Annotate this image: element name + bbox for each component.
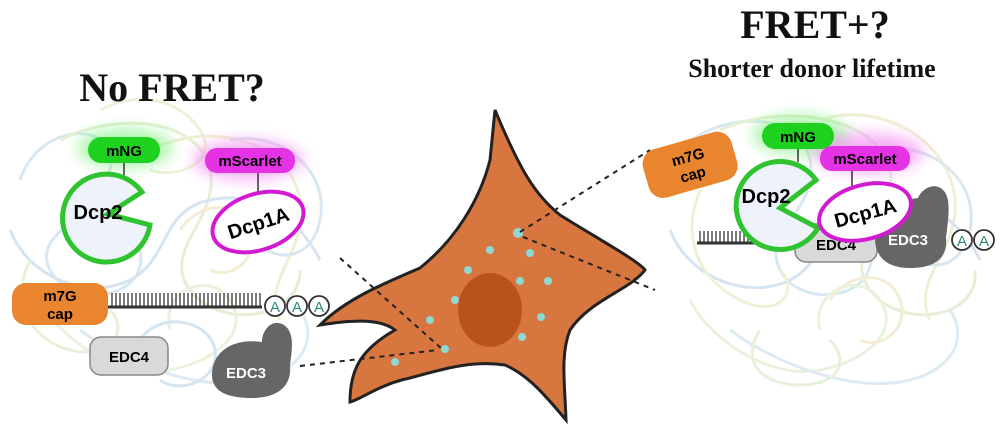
cell-nucleus: [458, 273, 522, 347]
left-dcp1a-shape: [210, 189, 306, 255]
right-m7g-cap: [642, 131, 738, 198]
right-mscarlet-label: mScarlet: [833, 151, 896, 168]
left-dcp2-label: Dcp2: [74, 202, 123, 224]
left-mrna-bases: [111, 293, 261, 306]
left-poly-a-2: A: [292, 299, 302, 316]
left-poly-a-1: A: [270, 299, 280, 316]
right-edc3-label: EDC3: [888, 232, 928, 249]
right-dcp2-label: Dcp2: [742, 186, 791, 208]
right-cap-line2: cap: [678, 163, 708, 186]
cell-granules: [391, 228, 552, 366]
right-mscarlet-tag: [820, 146, 910, 171]
left-poly-a-tail: A A A: [264, 295, 330, 317]
left-mscarlet-tag: [205, 148, 295, 173]
right-subtitle: Shorter donor lifetime: [688, 54, 935, 83]
left-edc3: [212, 322, 292, 398]
cell-body: [315, 109, 647, 425]
right-poly-a-2: A: [979, 233, 989, 250]
left-title: No FRET?: [79, 65, 265, 110]
left-dcp2-shape: [60, 171, 153, 265]
right-poly-a-tail: A A: [951, 229, 995, 251]
left-mng-label: mNG: [106, 143, 142, 160]
left-m7g-cap: [12, 283, 108, 325]
right-dcp2-shape: [733, 159, 822, 253]
left-mscarlet-label: mScarlet: [218, 153, 281, 170]
right-mng-tag: [762, 123, 834, 149]
right-mng-label: mNG: [780, 129, 816, 146]
left-edc4: [89, 336, 169, 376]
left-cap-line2: cap: [47, 306, 73, 323]
right-title: FRET+?: [740, 2, 889, 47]
left-edc4-label: EDC4: [109, 349, 150, 366]
left-edc3-label: EDC3: [226, 365, 266, 382]
left-mng-tag: [88, 137, 160, 163]
right-poly-a-1: A: [957, 233, 967, 250]
right-dcp1a-shape: [817, 181, 913, 243]
zoom-lines: [299, 149, 656, 367]
left-cap-line1: m7G: [43, 288, 76, 305]
left-poly-a-3: A: [314, 299, 324, 316]
